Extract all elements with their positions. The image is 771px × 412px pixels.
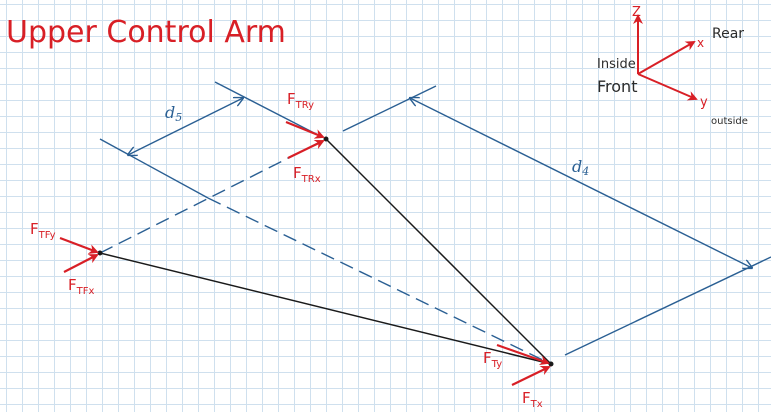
d5-label: d5 bbox=[165, 103, 182, 124]
d4-dimension-line bbox=[410, 98, 752, 268]
d5-extension-line-upper bbox=[214, 81, 321, 137]
front-label: Front bbox=[597, 77, 637, 96]
inside-label: Inside bbox=[597, 57, 636, 72]
dimension-d5: d5 bbox=[99, 81, 321, 199]
force-arrow-tfx bbox=[63, 254, 99, 273]
z-axis-label: Z bbox=[632, 5, 641, 20]
front-joint bbox=[97, 250, 103, 256]
force-arrow-ty bbox=[496, 343, 550, 366]
d4-label: d4 bbox=[572, 157, 589, 178]
ball-joint bbox=[548, 361, 554, 367]
f-try-label: FTRy bbox=[287, 90, 314, 111]
force-labels: FTRy FTRx FTFy FTFx FTy FTx bbox=[30, 90, 543, 410]
f-trx-label: FTRx bbox=[293, 164, 321, 185]
dimension-d4: d4 bbox=[342, 85, 771, 356]
force-arrows bbox=[59, 120, 551, 386]
outside-label: outside bbox=[711, 116, 748, 127]
d5-extension-line-lower bbox=[99, 138, 209, 199]
d5-dimension-line bbox=[128, 98, 243, 155]
coordinate-axes: Z x y Rear Inside Front outside bbox=[597, 5, 748, 127]
d4-extension-line-upper bbox=[342, 85, 437, 132]
rear-member-line bbox=[325, 138, 552, 365]
x-axis-label: x bbox=[697, 36, 704, 50]
force-arrow-try bbox=[285, 120, 325, 139]
force-arrow-tx bbox=[511, 366, 551, 386]
f-tx-label: FTx bbox=[522, 389, 543, 410]
page-title: Upper Control Arm bbox=[6, 15, 286, 50]
force-arrow-trx bbox=[287, 139, 325, 159]
force-arrow-tfy bbox=[59, 236, 99, 254]
f-tfy-label: FTFy bbox=[30, 220, 56, 241]
hidden-lines bbox=[99, 138, 552, 365]
d4-extension-line-lower bbox=[564, 256, 771, 356]
dashed-center-line bbox=[207, 197, 552, 365]
front-member-line bbox=[99, 252, 552, 365]
y-axis-arrow bbox=[637, 73, 698, 101]
f-tfx-label: FTFx bbox=[68, 276, 95, 297]
rear-label: Rear bbox=[712, 26, 744, 42]
f-ty-label: FTy bbox=[483, 349, 502, 370]
rear-joint bbox=[323, 136, 329, 142]
x-axis-arrow bbox=[637, 41, 696, 75]
y-axis-label: y bbox=[700, 95, 708, 110]
